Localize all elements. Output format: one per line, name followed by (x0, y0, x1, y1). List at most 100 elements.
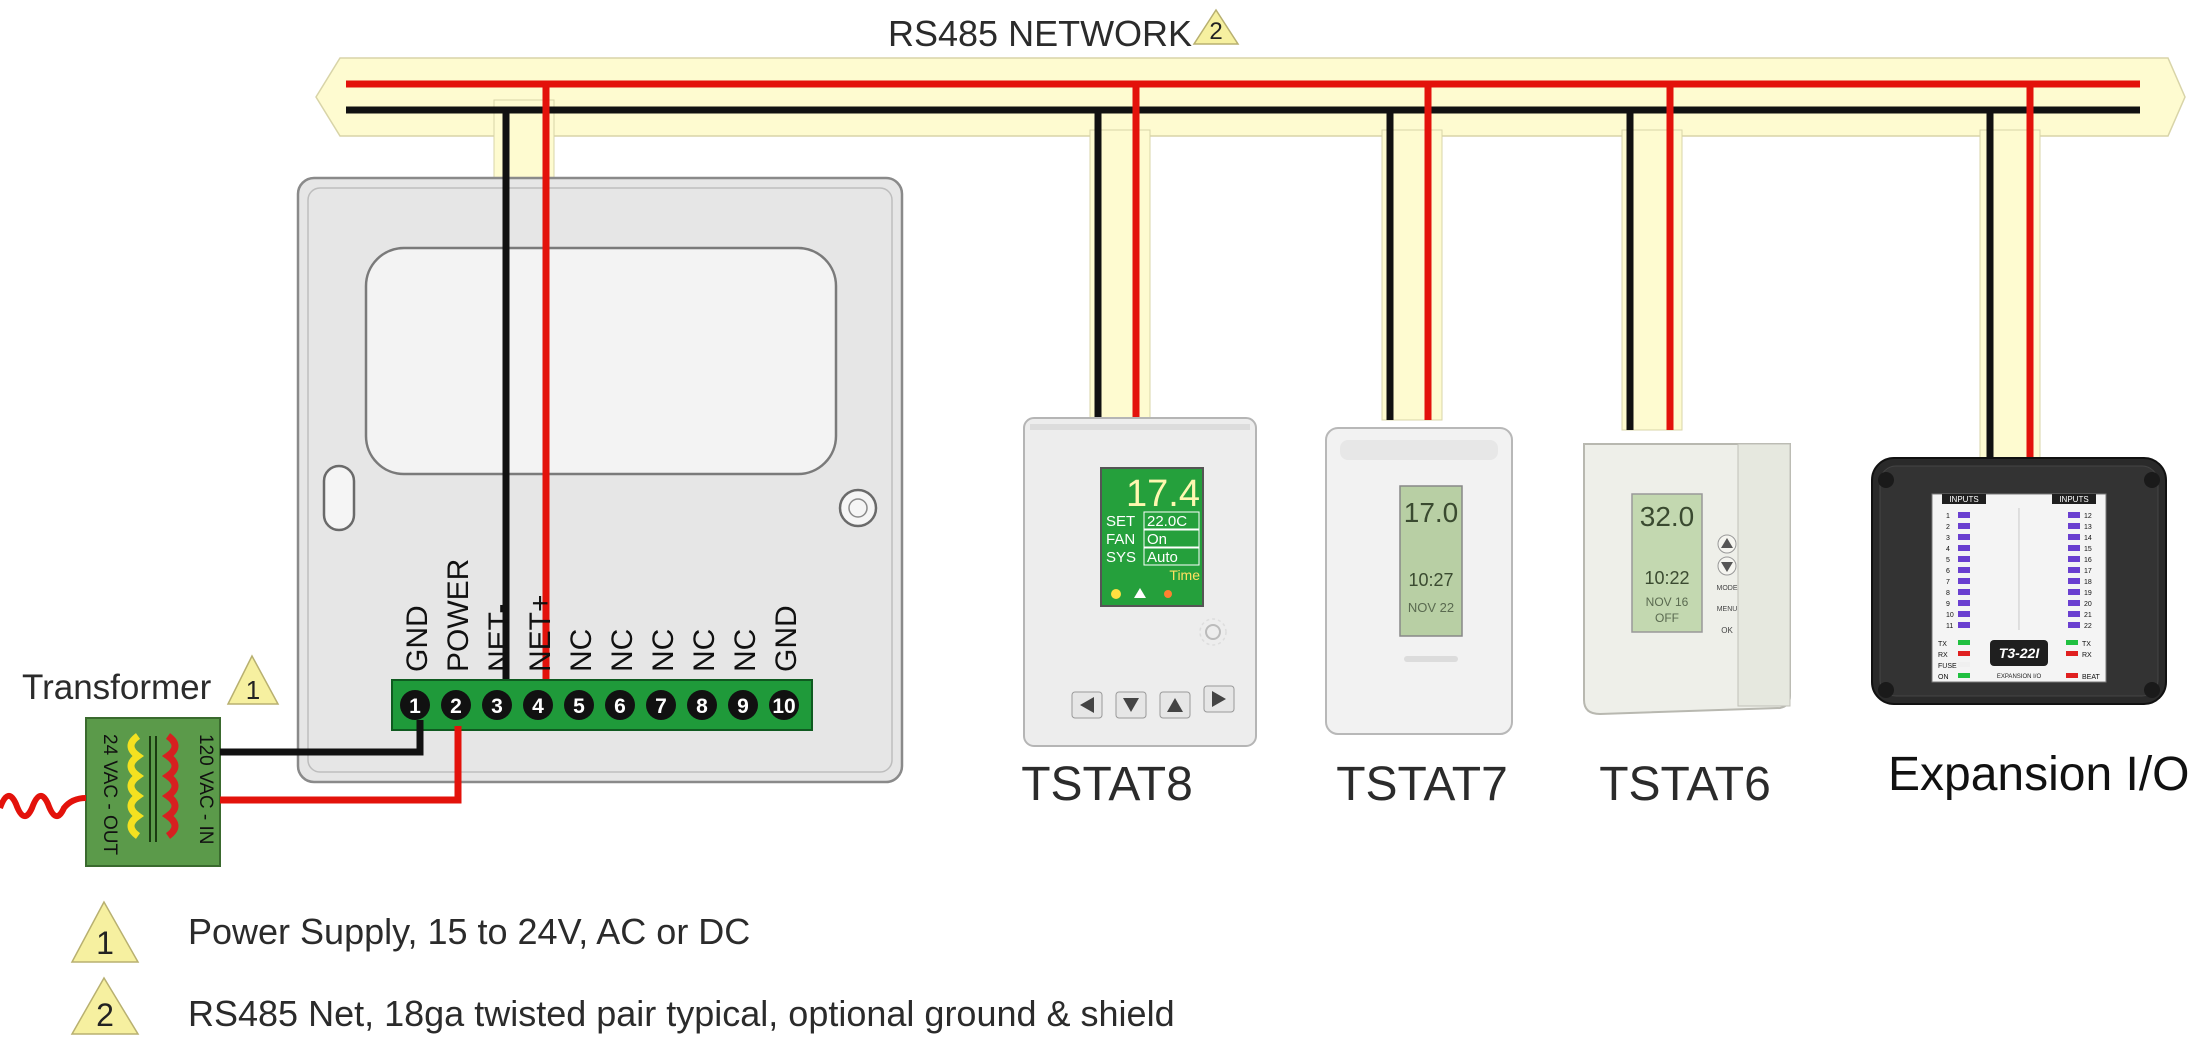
tstat6-buttons: MODE MENU OK (1717, 534, 1738, 635)
terminal-7[interactable] (646, 690, 676, 720)
input-number: 15 (2084, 546, 2092, 553)
mode-button[interactable]: MODE (1717, 585, 1738, 592)
terminal-number: 7 (655, 695, 667, 718)
input-led (2068, 534, 2080, 540)
input-number: 1 (1946, 513, 1950, 520)
status-label: ON (1938, 674, 1949, 681)
svg-text:SET: SET (1106, 513, 1135, 530)
expansion-model: T3-22I (1999, 645, 2041, 661)
input-number: 8 (1946, 590, 1950, 597)
status-label: RX (1938, 652, 1948, 659)
status-led (2066, 651, 2078, 656)
transformer: Transformer 1 120 VAC - IN 24 VAC - OUT (0, 654, 462, 867)
network-title: RS485 NETWORK (888, 13, 1192, 54)
terminal-3[interactable] (482, 690, 512, 720)
terminal-1[interactable] (400, 690, 430, 720)
plate-window (364, 246, 838, 476)
input-led (2068, 600, 2080, 606)
input-number: 13 (2084, 524, 2092, 531)
terminal-label: POWER (442, 559, 475, 672)
input-number: 11 (1946, 623, 1953, 630)
svg-text:INPUTS: INPUTS (1949, 495, 1978, 504)
input-number: 18 (2084, 579, 2092, 586)
input-number: 20 (2084, 601, 2092, 608)
down-arrow-icon[interactable] (1721, 562, 1733, 572)
svg-text:NOV 22: NOV 22 (1408, 600, 1454, 615)
terminal-number: 10 (772, 695, 795, 718)
input-number: 12 (2084, 513, 2092, 520)
menu-button[interactable]: MENU (1717, 606, 1738, 613)
input-number: 21 (2084, 612, 2092, 619)
svg-text:NOV 16: NOV 16 (1646, 595, 1689, 609)
svg-text:2: 2 (96, 997, 114, 1033)
terminal-8[interactable] (687, 690, 717, 720)
input-number: 7 (1946, 579, 1950, 586)
input-led (2068, 545, 2080, 551)
svg-text:INPUTS: INPUTS (2059, 495, 2088, 504)
input-number: 10 (1946, 612, 1954, 619)
input-led (1958, 523, 1970, 529)
device-label-tstat8: TSTAT8 (1021, 758, 1193, 811)
terminal-number: 5 (573, 695, 585, 718)
input-led (2068, 523, 2080, 529)
power-wire-black (220, 720, 424, 756)
device-label-tstat7: TSTAT7 (1336, 758, 1508, 811)
terminal-10[interactable] (769, 690, 799, 720)
power-wire-red (220, 726, 462, 804)
tstat8-device: 17.4 SET 22.0C FAN On SYS Auto Time (1023, 84, 1257, 747)
terminal-label: NET- (483, 604, 516, 672)
home-icon (1134, 588, 1146, 598)
tstat7-device: 17.0 10:27 NOV 22 (1325, 84, 1513, 735)
status-label: RX (2082, 652, 2092, 659)
terminal-6[interactable] (605, 690, 635, 720)
down-arrow-icon[interactable] (1123, 698, 1139, 712)
svg-text:1: 1 (246, 675, 260, 705)
status-led (2066, 673, 2078, 678)
terminal-2[interactable] (441, 690, 471, 720)
terminal-label: GND (770, 605, 803, 672)
input-led (1958, 567, 1970, 573)
flame-icon (1164, 590, 1172, 598)
input-led (2068, 611, 2080, 617)
up-arrow-icon[interactable] (1721, 538, 1733, 548)
ok-button[interactable]: OK (1721, 626, 1733, 635)
terminal-5[interactable] (564, 690, 594, 720)
input-number: 5 (1946, 557, 1950, 564)
terminal-label: NET+ (524, 594, 557, 672)
svg-text:On: On (1147, 531, 1167, 548)
device-label-expansion: Expansion I/O (1888, 748, 2190, 801)
mounting-slot (322, 464, 356, 532)
svg-text:Auto: Auto (1147, 549, 1178, 566)
status-label: FUSE (1938, 663, 1957, 670)
sun-icon (1111, 589, 1121, 599)
terminal-number: 8 (696, 695, 708, 718)
input-number: 2 (1946, 524, 1950, 531)
terminal-label: NC (606, 629, 639, 672)
controller-plate (296, 176, 904, 784)
expansion-subtitle: EXPANSION I/O (1997, 674, 2042, 680)
input-number: 17 (2084, 568, 2092, 575)
transformer-output-label: 24 VAC - OUT (99, 734, 120, 855)
status-label: BEAT (2082, 674, 2100, 681)
tstat8-screen (1100, 467, 1204, 607)
input-led (1958, 512, 1970, 518)
terminal-number: 1 (409, 695, 421, 718)
note-2-text: RS485 Net, 18ga twisted pair typical, op… (188, 993, 1175, 1034)
terminal-4[interactable] (523, 690, 553, 720)
up-arrow-icon[interactable] (1167, 698, 1183, 712)
left-arrow-icon[interactable] (1080, 697, 1094, 713)
tstat7-screen (1399, 485, 1463, 637)
input-number: 6 (1946, 568, 1950, 575)
input-led (1958, 556, 1970, 562)
terminal-label: GND (401, 605, 434, 672)
svg-text:17.0: 17.0 (1404, 497, 1459, 528)
right-arrow-icon[interactable] (1212, 691, 1226, 707)
status-led (2066, 640, 2078, 645)
input-led (2068, 589, 2080, 595)
terminal-9[interactable] (728, 690, 758, 720)
input-led (1958, 622, 1970, 628)
input-led (2068, 512, 2080, 518)
input-led (1958, 578, 1970, 584)
